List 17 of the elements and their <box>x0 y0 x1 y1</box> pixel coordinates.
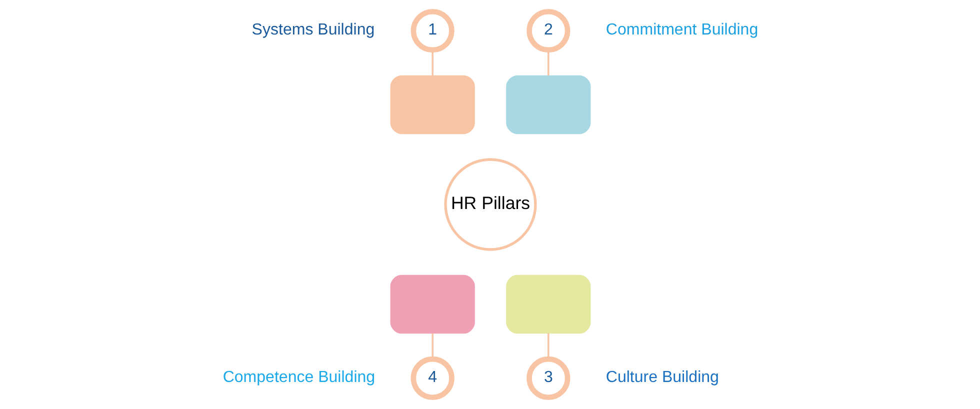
connector <box>431 333 433 359</box>
node-label: Commitment Building <box>605 20 758 39</box>
node-puzzle <box>506 75 590 134</box>
node-circle: 3 <box>526 356 570 400</box>
node-circle: 4 <box>410 356 454 400</box>
node-circle: HR Pillars <box>444 158 536 251</box>
node-puzzle <box>390 274 474 334</box>
node-label: Culture Building <box>605 368 718 386</box>
connector <box>547 333 549 359</box>
node-circle: 1 <box>410 8 454 53</box>
node-puzzle <box>390 75 474 134</box>
node-label: Systems Building <box>251 20 374 39</box>
node-circle: 2 <box>526 8 570 53</box>
connector <box>547 50 549 76</box>
node-puzzle <box>506 274 590 334</box>
connector <box>431 50 433 76</box>
node-label: Competence Building <box>222 368 375 386</box>
